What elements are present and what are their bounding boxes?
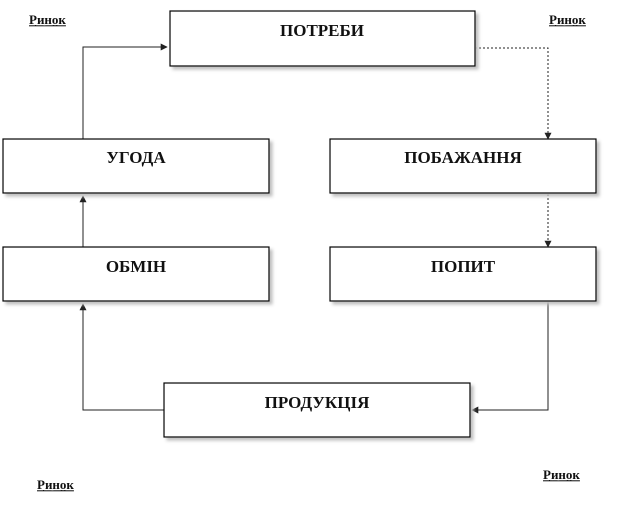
node-produktsiia: ПРОДУКЦІЯ: [163, 382, 471, 438]
connectors: [79, 43, 552, 414]
corner-label-bottom-right: Ринок: [543, 467, 580, 482]
node-popyt: ПОПИТ: [329, 246, 597, 302]
node-produktsiia-label: ПРОДУКЦІЯ: [265, 393, 370, 412]
node-potreby: ПОТРЕБИ: [169, 10, 476, 67]
arrow-potreby-to-pobazhannia: [475, 47, 552, 140]
node-uhoda-label: УГОДА: [106, 148, 166, 167]
node-obmin: ОБМІН: [2, 246, 270, 302]
corner-label-bottom-left: Ринок: [37, 477, 74, 492]
node-obmin-label: ОБМІН: [106, 257, 166, 276]
node-popyt-label: ПОПИТ: [431, 257, 496, 276]
arrow-popyt-to-produktsiia: [471, 302, 549, 414]
node-potreby-label: ПОТРЕБИ: [280, 21, 364, 40]
corner-label-top-right: Ринок: [549, 12, 586, 27]
corner-label-top-left: Ринок: [29, 12, 66, 27]
arrow-produktsiia-to-obmin: [79, 303, 164, 411]
arrow-uhoda-to-potreby: [82, 43, 168, 139]
node-pobazhannia: ПОБАЖАННЯ: [329, 138, 597, 194]
node-uhoda: УГОДА: [2, 138, 270, 194]
node-pobazhannia-label: ПОБАЖАННЯ: [404, 148, 522, 167]
